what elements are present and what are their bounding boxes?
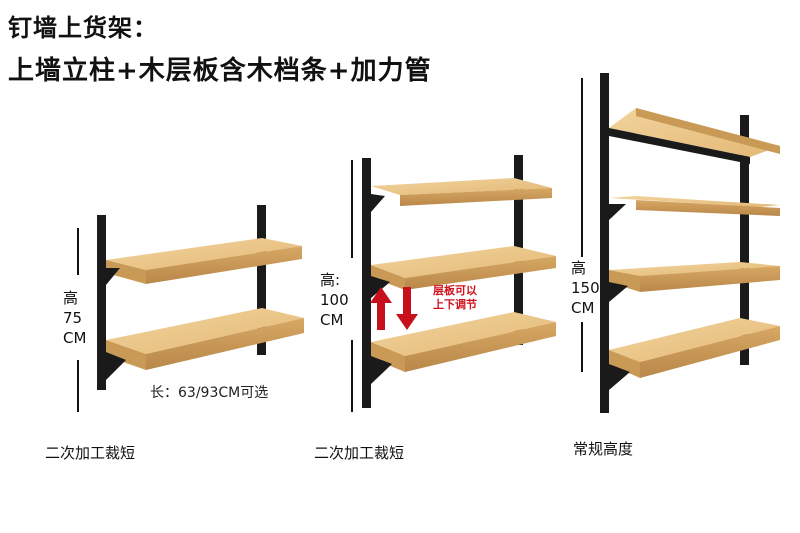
caption-unit-2: 二次加工裁短	[314, 444, 405, 462]
upright-right	[257, 205, 266, 355]
shelf-unit-75	[77, 205, 304, 412]
height-label-100: 高: 100 CM	[320, 271, 349, 329]
shelf-unit-150	[581, 73, 780, 413]
shelf-unit-100	[351, 155, 556, 412]
upright-left	[600, 73, 609, 413]
board-bottom-front	[146, 318, 304, 370]
height-label-75: 高 75 CM	[63, 289, 87, 347]
caption-unit-1: 二次加工裁短	[45, 444, 136, 462]
caption-unit-3: 常规高度	[573, 440, 634, 458]
arrow-up-icon	[370, 287, 392, 330]
title-line-1: 钉墙上货架：	[8, 14, 158, 42]
upright-left	[362, 158, 371, 408]
upright-left	[97, 215, 106, 390]
arrow-down-icon	[396, 287, 418, 330]
adjust-arrows	[370, 287, 418, 330]
title-line-2: 上墙立柱+木层板含木档条+加力管	[8, 56, 432, 86]
upright-right	[740, 115, 749, 365]
board-top-front	[146, 246, 302, 284]
length-note: 长：63/93CM可选	[150, 385, 269, 401]
board-bottom-surface	[106, 308, 304, 354]
height-label-150: 高 150 CM	[571, 259, 600, 317]
adjust-note: 层板可以 上下调节	[433, 284, 477, 311]
board-top-surface	[106, 238, 302, 270]
